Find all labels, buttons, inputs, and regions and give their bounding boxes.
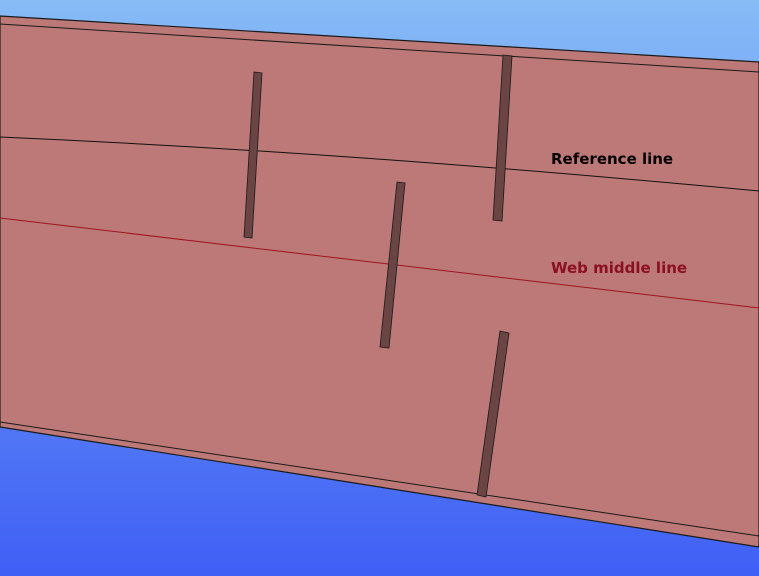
reference-line[interactable] [0, 136, 759, 192]
top-flange-edge [0, 23, 759, 73]
stiffener-1[interactable] [243, 71, 263, 239]
stiffener-4[interactable] [476, 330, 510, 498]
stiffener-2[interactable] [492, 54, 513, 222]
stiffener-3[interactable] [379, 181, 406, 349]
web-plate[interactable] [0, 15, 759, 548]
web-middle-line[interactable] [0, 217, 759, 309]
reference-line-label: Reference line [551, 150, 673, 168]
bottom-flange-edge [0, 421, 759, 537]
web-middle-line-label: Web middle line [551, 259, 687, 277]
